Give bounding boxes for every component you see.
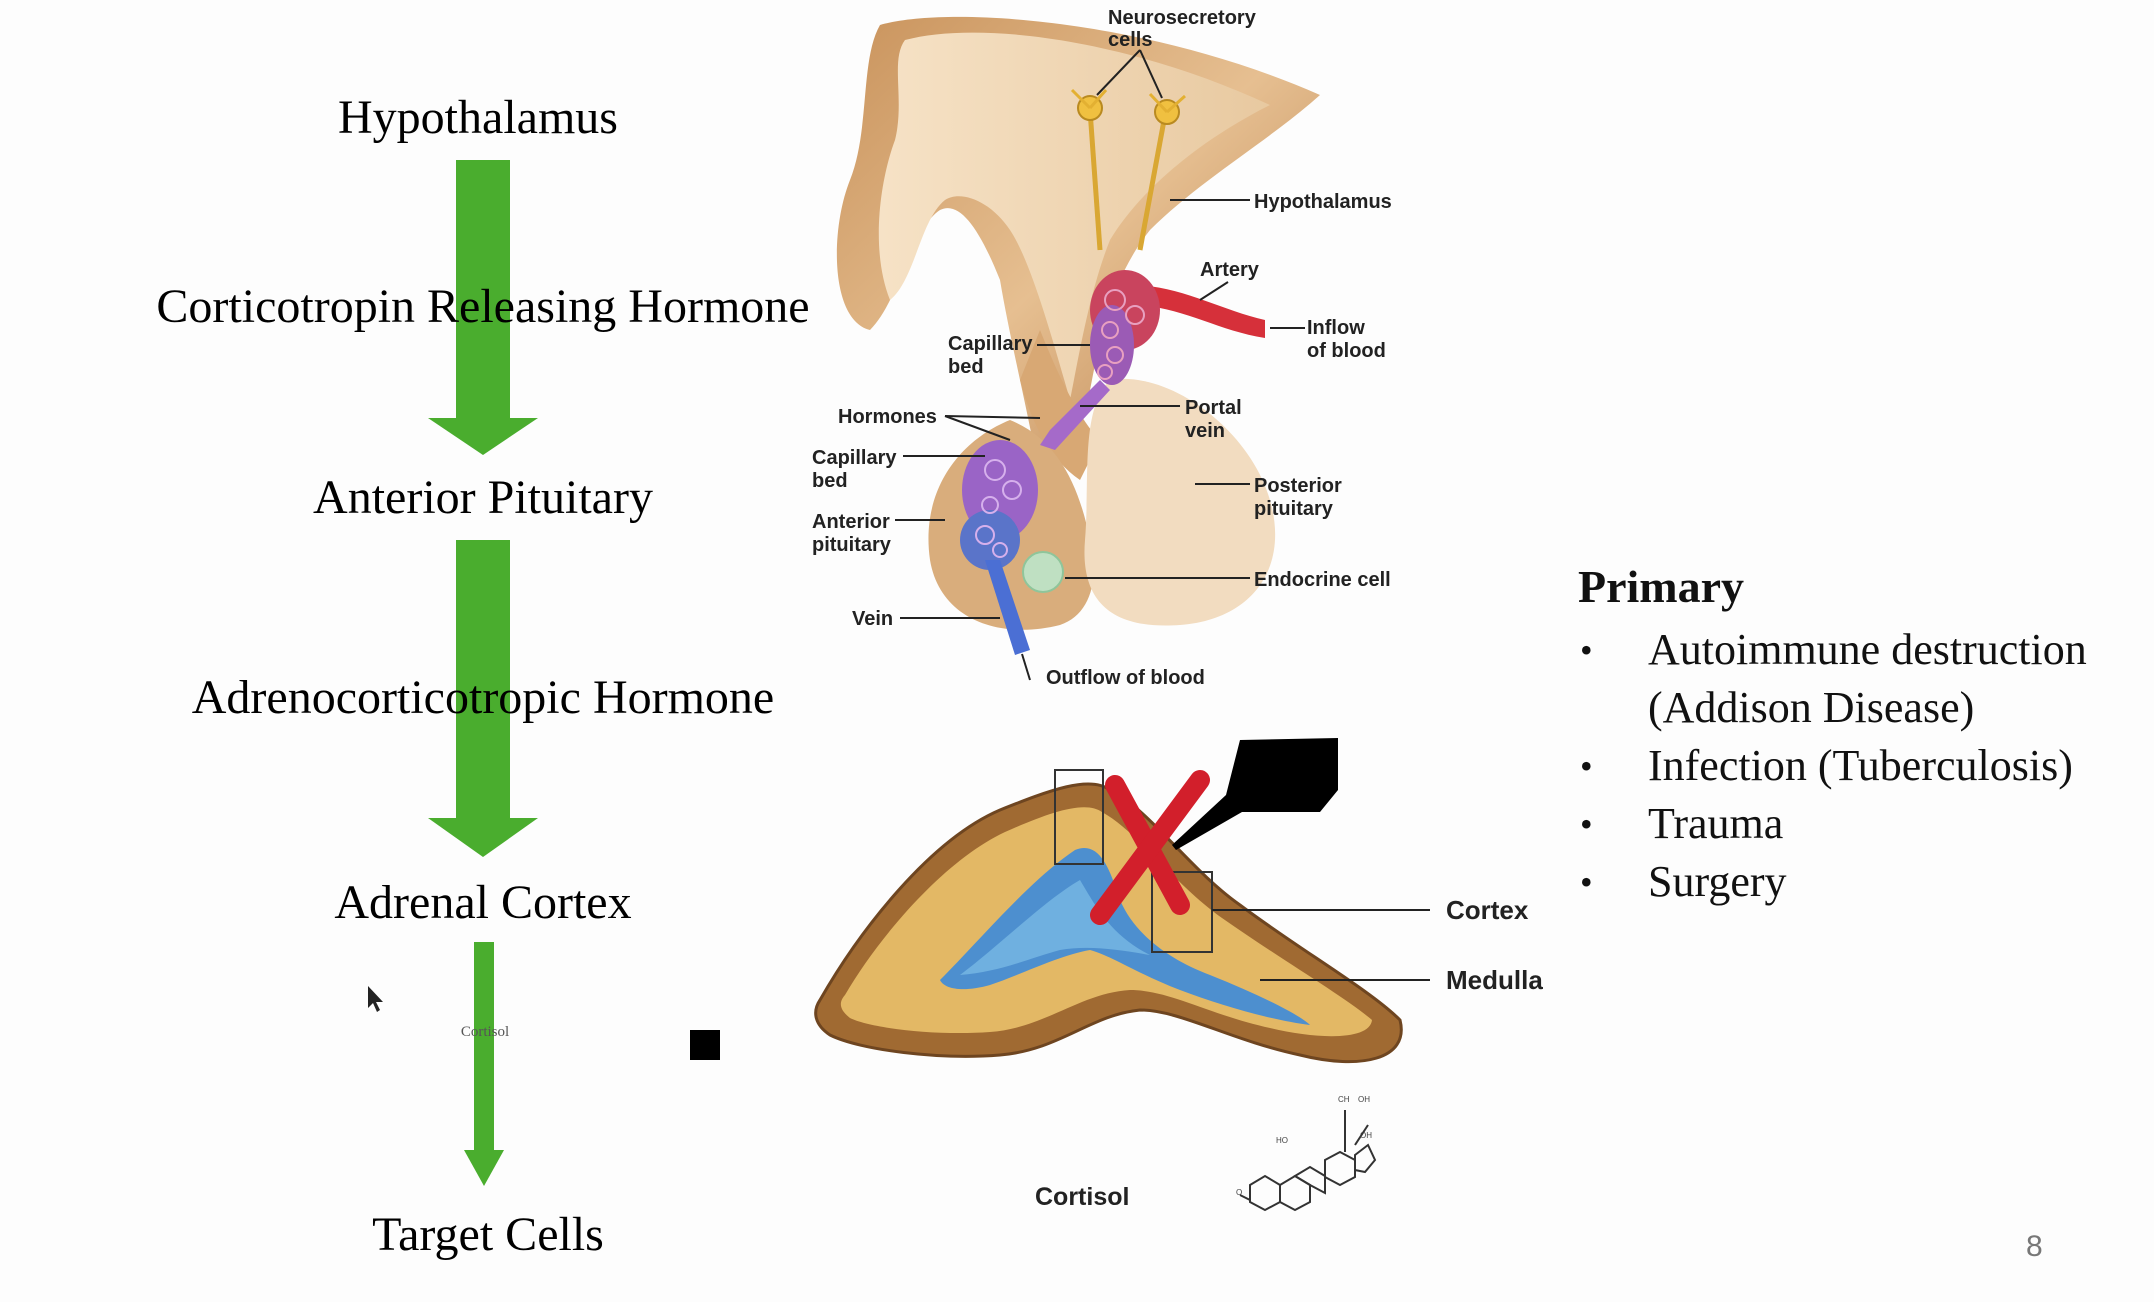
adrenal-illustration <box>814 738 1430 1064</box>
label-hypothalamus: Hypothalamus <box>1254 191 1392 213</box>
pituitary-illustration <box>836 16 1320 681</box>
svg-text:O: O <box>1236 1188 1242 1197</box>
primary-item-autoimmune: • Autoimmune destruction (Addison Diseas… <box>1578 621 2138 737</box>
red-x-icon <box>1090 770 1210 925</box>
primary-item-trauma: • Trauma <box>1578 795 2138 853</box>
svg-text:OH: OH <box>1360 1131 1372 1140</box>
label-endocrine-cell: Endocrine cell <box>1254 569 1391 591</box>
primary-causes-panel: Primary • Autoimmune destruction (Addiso… <box>1578 560 2138 911</box>
label-anterior-pituitary-1: Anterior <box>812 511 890 533</box>
label-portal-vein-2: vein <box>1185 420 1225 442</box>
label-artery: Artery <box>1200 259 1260 281</box>
flow-hypothalamus-label: Hypothalamus <box>338 91 618 144</box>
black-pointer-shape <box>1172 738 1338 850</box>
label-neurosecretory-2: cells <box>1108 29 1152 51</box>
svg-text:CH: CH <box>1338 1095 1350 1104</box>
primary-item-text: Surgery <box>1648 857 1787 906</box>
flow-arrow-3 <box>464 942 504 1186</box>
label-capillary-bed-top-1: Capillary <box>948 333 1033 355</box>
black-square-marker <box>690 1030 720 1060</box>
label-neurosecretory-1: Neurosecretory <box>1108 7 1257 29</box>
flow-acth-label: Adrenocorticotropic Hormone <box>192 671 774 724</box>
primary-item-text: Trauma <box>1648 799 1784 848</box>
label-capillary-bed-bottom-2: bed <box>812 470 848 492</box>
label-outflow: Outflow of blood <box>1046 667 1205 689</box>
page-number: 8 <box>2026 1230 2043 1263</box>
primary-item-text-cont: (Addison Disease) <box>1648 683 1975 732</box>
label-portal-vein-1: Portal <box>1185 397 1242 419</box>
flow-crh-label: Corticotropin Releasing Hormone <box>156 280 809 333</box>
label-capillary-bed-bottom-1: Capillary <box>812 447 897 469</box>
label-posterior-pituitary-1: Posterior <box>1254 475 1342 497</box>
bullet-icon: • <box>1580 630 1593 670</box>
label-capillary-bed-top-2: bed <box>948 356 984 378</box>
flow-adrenal-cortex-label: Adrenal Cortex <box>334 876 631 929</box>
mouse-cursor-icon <box>368 986 383 1012</box>
primary-item-text: Autoimmune destruction <box>1648 625 2087 674</box>
svg-text:HO: HO <box>1276 1136 1288 1145</box>
label-medulla: Medulla <box>1446 965 1543 995</box>
bullet-icon: • <box>1580 862 1593 902</box>
label-posterior-pituitary-2: pituitary <box>1254 498 1334 520</box>
flow-target-cells-label: Target Cells <box>372 1208 604 1261</box>
label-cortex: Cortex <box>1446 895 1529 925</box>
label-inflow-1: Inflow <box>1307 317 1365 339</box>
label-hormones: Hormones <box>838 406 937 428</box>
flow-anterior-pituitary-label: Anterior Pituitary <box>313 471 653 524</box>
flow-arrow-2 <box>428 540 538 857</box>
svg-text:OH: OH <box>1358 1095 1370 1104</box>
label-anterior-pituitary-2: pituitary <box>812 534 892 556</box>
primary-item-surgery: • Surgery <box>1578 853 2138 911</box>
flow-arrow-1 <box>428 160 538 455</box>
cortisol-molecule-icon <box>1239 1110 1377 1212</box>
primary-heading: Primary <box>1578 561 1745 612</box>
label-inflow-2: of blood <box>1307 340 1386 362</box>
label-vein: Vein <box>852 608 893 630</box>
flow-cortisol-small-label: Cortisol <box>461 1024 509 1040</box>
bullet-icon: • <box>1580 804 1593 844</box>
label-cortisol: Cortisol <box>1035 1183 1129 1211</box>
primary-item-text: Infection (Tuberculosis) <box>1648 741 2073 790</box>
bullet-icon: • <box>1580 746 1593 786</box>
primary-item-infection: • Infection (Tuberculosis) <box>1578 737 2138 795</box>
